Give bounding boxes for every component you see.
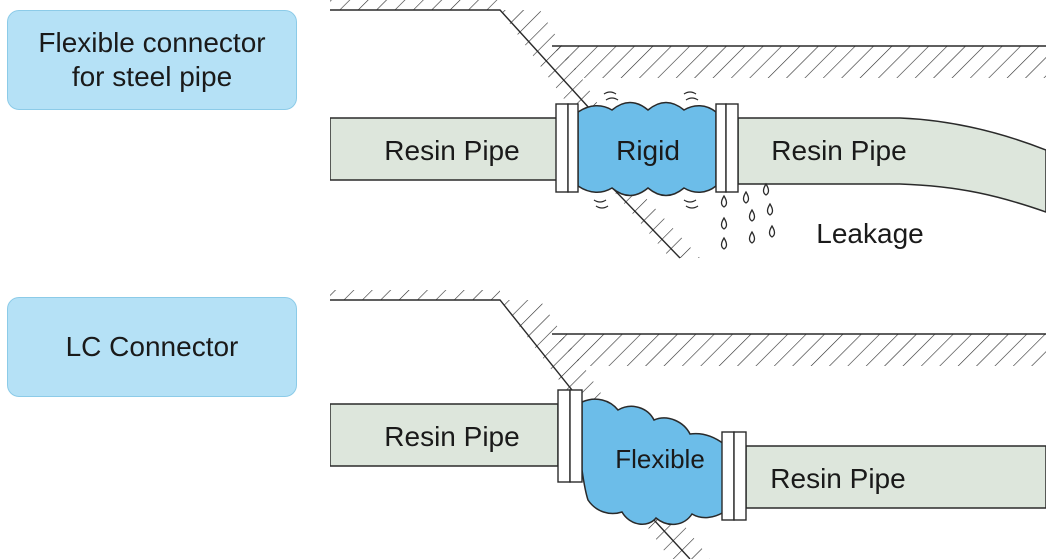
flexible-connector [581, 398, 725, 526]
top-panel: Resin Pipe Resin Pipe Rigid [330, 0, 1046, 259]
resin-pipe-left-top-label: Resin Pipe [384, 135, 519, 166]
leak-droplets-icon [720, 182, 776, 250]
bottom-panel: Resin Pipe Resin Pipe Flexible [330, 290, 1046, 559]
resin-pipe-right-top-label: Resin Pipe [771, 135, 906, 166]
label-flexible-connector-steel: Flexible connector for steel pipe [7, 10, 297, 110]
resin-pipe-right-top [737, 117, 1046, 213]
flange-left-bottom [557, 389, 583, 483]
rigid-connector-label: Rigid [616, 135, 680, 166]
leakage-label: Leakage [816, 218, 923, 249]
flange-left-top [555, 103, 579, 193]
resin-pipe-left-bottom-label: Resin Pipe [384, 421, 519, 452]
flexible-connector-label: Flexible [615, 444, 705, 474]
label-line-2: for steel pipe [71, 61, 233, 92]
resin-pipe-left-bottom [330, 403, 559, 467]
flange-right-bottom [721, 431, 747, 521]
resin-pipe-right-bottom [745, 445, 1046, 509]
resin-pipe-left-top [330, 117, 559, 181]
flange-right-top [715, 103, 739, 193]
label-text: LC Connector [65, 331, 239, 362]
label-lc-connector: LC Connector [7, 297, 297, 397]
vibration-marks [593, 91, 699, 209]
resin-pipe-right-bottom-label: Resin Pipe [770, 463, 905, 494]
label-line-1: Flexible connector [38, 27, 266, 58]
